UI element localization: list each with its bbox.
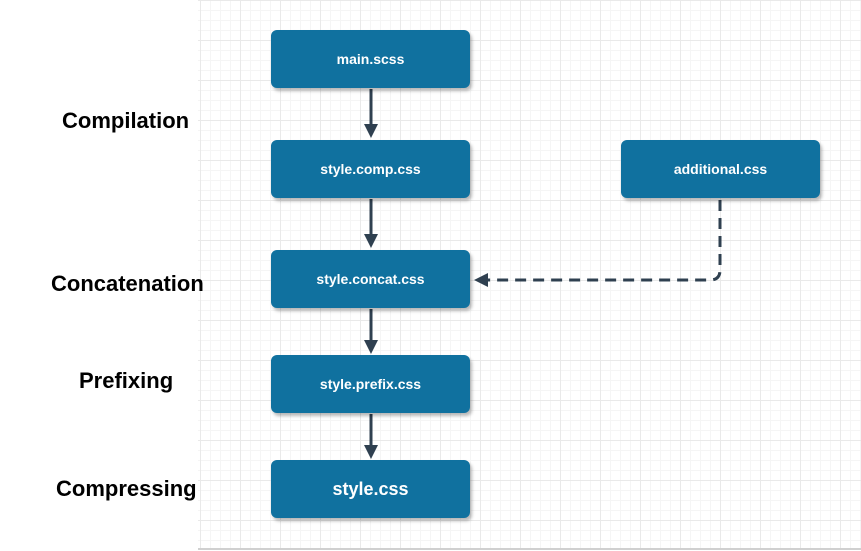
stage-label-prefixing: Prefixing	[79, 368, 174, 393]
node-style-prefix-css[interactable]: style.prefix.css	[271, 355, 470, 413]
node-main-scss[interactable]: main.scss	[271, 30, 470, 88]
node-style-css[interactable]: style.css	[271, 460, 470, 518]
arrowhead-comp-to-concat	[364, 234, 378, 248]
edge-additional-to-concat	[488, 200, 722, 282]
grid-background	[198, 0, 861, 549]
arrowhead-concat-to-prefix	[364, 340, 378, 354]
node-style-concat-css[interactable]: style.concat.css	[271, 250, 470, 308]
arrowhead-main-to-comp	[364, 124, 378, 138]
arrowhead-prefix-to-final	[364, 445, 378, 459]
stage-label-concatenation: Concatenation	[51, 271, 204, 296]
stage-label-compressing: Compressing	[56, 476, 197, 501]
canvas-bottom-border	[198, 548, 861, 550]
node-style-comp-css[interactable]: style.comp.css	[271, 140, 470, 198]
stage-label-compilation: Compilation	[62, 108, 190, 133]
node-additional-css[interactable]: additional.css	[621, 140, 820, 198]
arrowhead-additional-to-concat	[474, 273, 488, 287]
